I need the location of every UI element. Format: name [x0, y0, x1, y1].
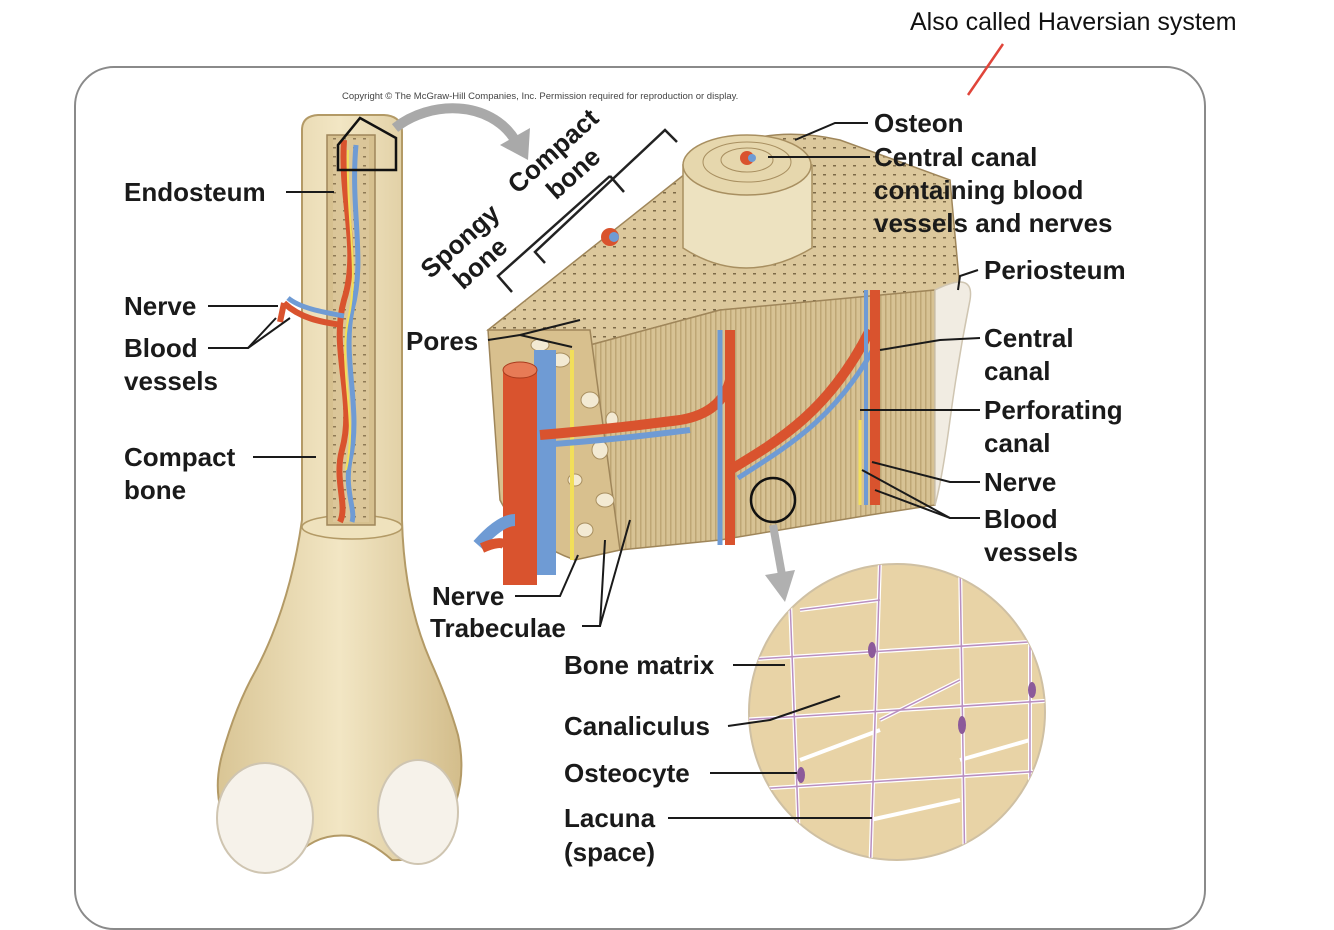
annotation-stroke: [966, 43, 1005, 96]
label-endosteum: Endosteum: [124, 177, 266, 207]
label-osteocyte: Osteocyte: [564, 758, 690, 788]
label-central-canal-1: Central: [984, 323, 1074, 353]
label-osteon: Osteon: [874, 108, 964, 138]
label-nerve-left: Nerve: [124, 291, 197, 321]
annotation-note: Also called Haversian system: [910, 8, 1237, 36]
label-bone-matrix: Bone matrix: [564, 650, 715, 680]
leader-lines: [208, 122, 981, 819]
long-bone-drawing: [216, 103, 530, 874]
label-trabeculae: Trabeculae: [430, 613, 566, 643]
label-central-canal-top-1: Central canal: [874, 142, 1038, 172]
label-compact-bone-left-2: bone: [124, 475, 187, 505]
copyright-text: Copyright © The McGraw-Hill Companies, I…: [342, 91, 739, 102]
label-periosteum: Periosteum: [984, 255, 1126, 285]
label-lacuna-2: (space): [564, 837, 656, 867]
label-perforating-canal-1: Perforating: [984, 395, 1123, 425]
label-blood-vessels-right-1: Blood: [984, 504, 1058, 534]
microscopic-view-drawing: [748, 563, 1046, 861]
label-central-canal-top-2: containing blood: [874, 175, 1084, 205]
label-blood-vessels-left-2: vessels: [124, 366, 218, 396]
label-lacuna-1: Lacuna: [564, 803, 656, 833]
label-blood-vessels-left-1: Blood: [124, 333, 198, 363]
label-pores: Pores: [406, 326, 479, 356]
bone-block-drawing: [473, 128, 972, 602]
label-central-canal-top-3: vessels and nerves: [874, 208, 1113, 238]
label-blood-vessels-right-2: vessels: [984, 537, 1078, 567]
label-perforating-canal-2: canal: [984, 428, 1051, 458]
label-compact-bone-left-1: Compact: [124, 442, 236, 472]
label-nerve-right: Nerve: [984, 467, 1057, 497]
label-canaliculus: Canaliculus: [564, 711, 710, 741]
bone-structure-illustration: [208, 43, 1046, 874]
label-nerve-bottom: Nerve: [432, 581, 505, 611]
label-central-canal-2: canal: [984, 356, 1051, 386]
